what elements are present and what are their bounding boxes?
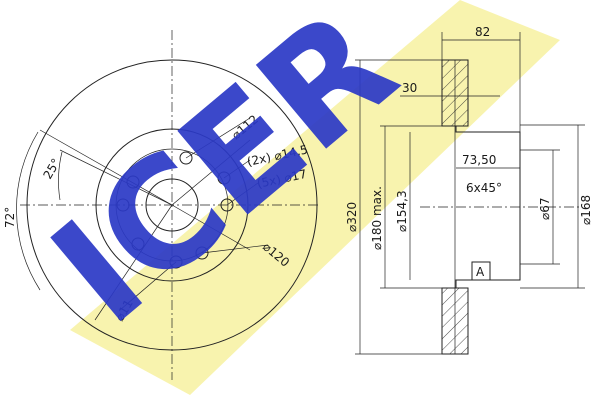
diagonal-line xyxy=(171,139,251,206)
dia-168-label: ⌀168 xyxy=(579,195,593,225)
leader-112 xyxy=(185,117,251,159)
bolt-hole xyxy=(126,175,140,189)
dim-7350-label: 73,50 xyxy=(462,153,496,167)
diagonal-line xyxy=(94,204,173,321)
bolt-hole xyxy=(217,171,231,185)
datum-box xyxy=(471,261,491,281)
dia-67-label: ⌀67 xyxy=(538,198,552,221)
diagonal-line xyxy=(59,149,173,206)
side-view xyxy=(355,32,585,355)
leader-120 xyxy=(201,244,269,254)
diagonal-line xyxy=(39,129,173,206)
bolt-hole xyxy=(131,237,145,251)
logo-band xyxy=(70,0,560,395)
dia-180-label: ⌀180 max. xyxy=(370,186,384,250)
angle-arc-25 xyxy=(58,151,63,201)
angle-72-label: 72° xyxy=(3,207,17,228)
leader-holes-5x xyxy=(226,182,259,206)
dim-30-label: 30 xyxy=(402,81,417,95)
diagonal-line xyxy=(171,204,251,251)
angle-25-label: 25° xyxy=(40,156,63,181)
dim-82-label: 82 xyxy=(475,25,490,39)
datum-label: A xyxy=(476,265,485,279)
dia-1543-label: ⌀154,3 xyxy=(395,190,409,232)
dia-320-label: ⌀320 xyxy=(345,202,359,232)
front-view xyxy=(16,30,320,380)
leader-11 xyxy=(119,261,177,311)
bolt-hole xyxy=(179,151,193,165)
leader-holes-2x xyxy=(223,159,251,179)
bolt-hole xyxy=(169,255,183,269)
bolt-hole xyxy=(195,246,209,260)
hub-outline xyxy=(455,126,521,288)
angle-arc-72 xyxy=(16,131,41,291)
chamfer-label: 6x45° xyxy=(466,181,502,195)
